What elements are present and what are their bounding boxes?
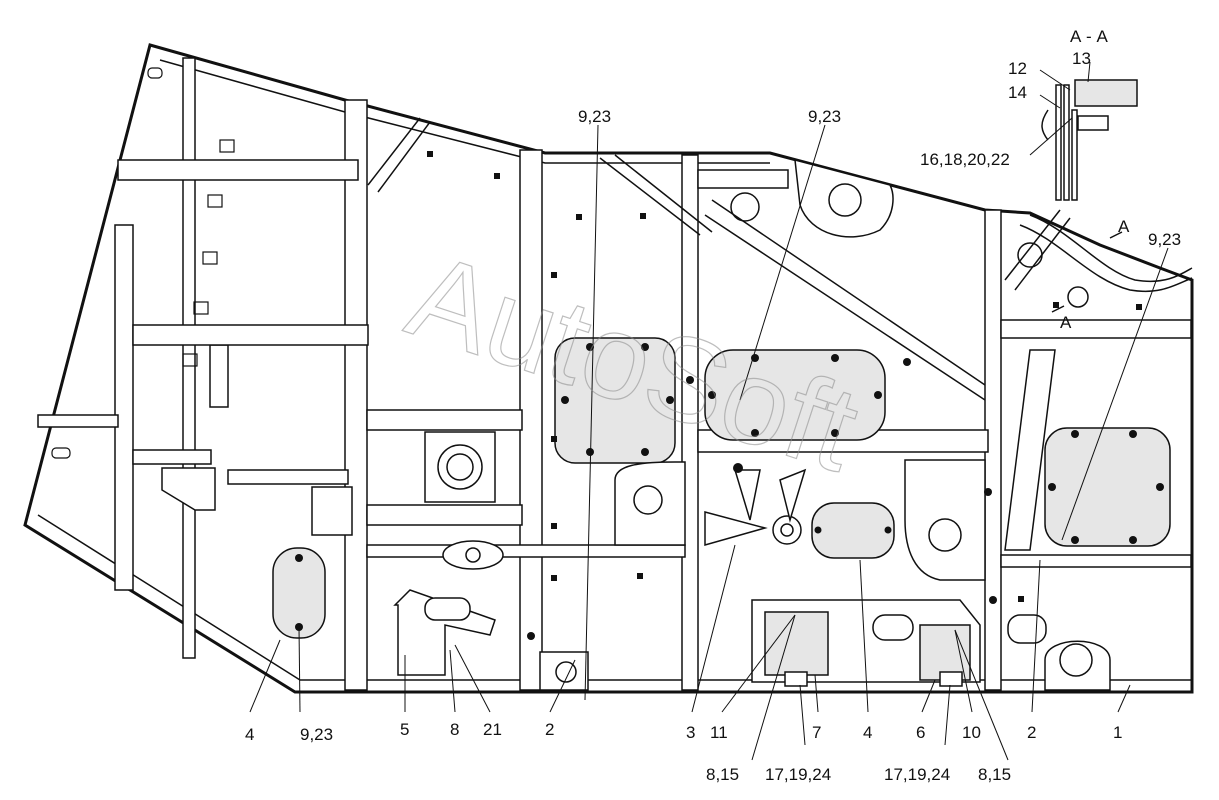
- callout-17-19-24-b: 17,19,24: [884, 765, 950, 784]
- callout-17-19-24-a: 17,19,24: [765, 765, 831, 784]
- callout-8-15-a: 8,15: [706, 765, 739, 784]
- cutouts: [51, 67, 235, 459]
- callout-4-a: 4: [245, 725, 254, 744]
- callout-5: 5: [400, 720, 409, 739]
- callout-2-b: 2: [1027, 723, 1036, 742]
- callout-1: 1: [1113, 723, 1122, 742]
- section-detail: [1041, 79, 1138, 313]
- support-bracket: [393, 589, 496, 676]
- access-panel-center: [704, 349, 886, 441]
- callout-14: 14: [1008, 83, 1027, 102]
- callout-8: 8: [450, 720, 459, 739]
- callout-21: 21: [483, 720, 502, 739]
- callout-9-23-b: 9,23: [808, 107, 841, 126]
- callout-12: 12: [1008, 59, 1027, 78]
- mounting-plates: [161, 431, 1111, 691]
- rivets: [427, 151, 1142, 640]
- callout-8-15-b: 8,15: [978, 765, 1011, 784]
- callout-9-23-a: 9,23: [578, 107, 611, 126]
- callout-11: 11: [710, 723, 728, 742]
- lower-trays: [751, 599, 1047, 687]
- callout-4-b: 4: [863, 723, 872, 742]
- section-mark-bottom: А: [1060, 313, 1072, 332]
- callout-9-23-d: 9,23: [300, 725, 333, 744]
- callout-10: 10: [962, 723, 981, 742]
- oval-cover: [811, 502, 895, 559]
- leader-lines: [249, 61, 1169, 761]
- access-panels: [272, 337, 1171, 639]
- callout-16-18-20-22: 16,18,20,22: [920, 150, 1010, 169]
- callouts: А - А А А 9,23 9,23 9,23 9,23 12 13 14 1…: [245, 27, 1181, 784]
- callout-9-23-c: 9,23: [1148, 230, 1181, 249]
- diagonal-braces: [367, 117, 1071, 551]
- callout-2-a: 2: [545, 720, 554, 739]
- horizontal-rails: [37, 159, 1192, 568]
- section-title: А - А: [1070, 27, 1108, 46]
- callout-7: 7: [812, 723, 821, 742]
- access-panel-right: [1044, 427, 1171, 547]
- curved-guard: [730, 158, 1193, 308]
- panel-bolts: [295, 343, 1164, 631]
- cross-arms: [704, 468, 807, 546]
- callout-6: 6: [916, 723, 925, 742]
- section-mark-top: А: [1118, 217, 1130, 236]
- callout-13: 13: [1072, 49, 1091, 68]
- access-panel-center-left: [554, 337, 676, 464]
- callout-3: 3: [686, 723, 695, 742]
